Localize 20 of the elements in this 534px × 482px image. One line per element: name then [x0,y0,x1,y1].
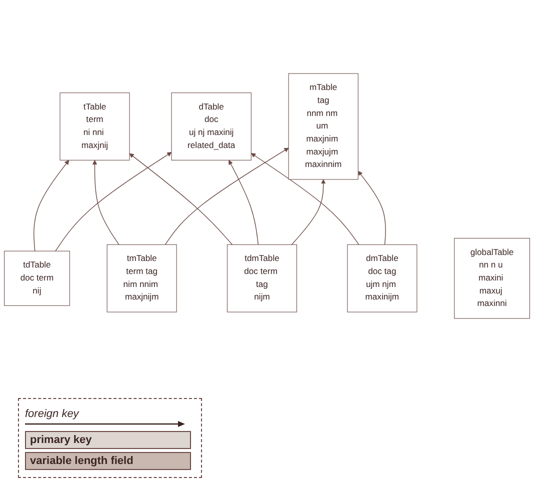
node-box: tdTable doc term nij [4,250,70,306]
node-box: tdmTable doc term tag nijm [226,244,298,312]
arrow [129,153,233,245]
legend-swatch: variable length field [25,452,191,470]
node-box: globalTable nn n u maxini maxuj maxinni [454,238,530,319]
arrow [164,148,289,245]
arrow [250,153,360,245]
arrow [358,170,386,245]
legend-text: foreign key [25,408,79,420]
arrow [55,152,172,252]
node-box: tTable term ni nni maxjnij [60,92,130,160]
node-box: dmTable doc tag ujm njm maxinijm [347,244,418,312]
node-box: tmTable term tag nim nnim maxjnijm [106,244,177,312]
node-box: mTable tag nnm nm um maxjnim maxjujm maxinnim [288,73,358,180]
legend-swatch: primary key [25,431,191,449]
node-box: dTable doc uj nj maxinij related_data [171,92,252,160]
arrow [291,179,326,245]
arrow [34,160,70,252]
arrow [228,160,259,245]
arrow [92,160,120,245]
